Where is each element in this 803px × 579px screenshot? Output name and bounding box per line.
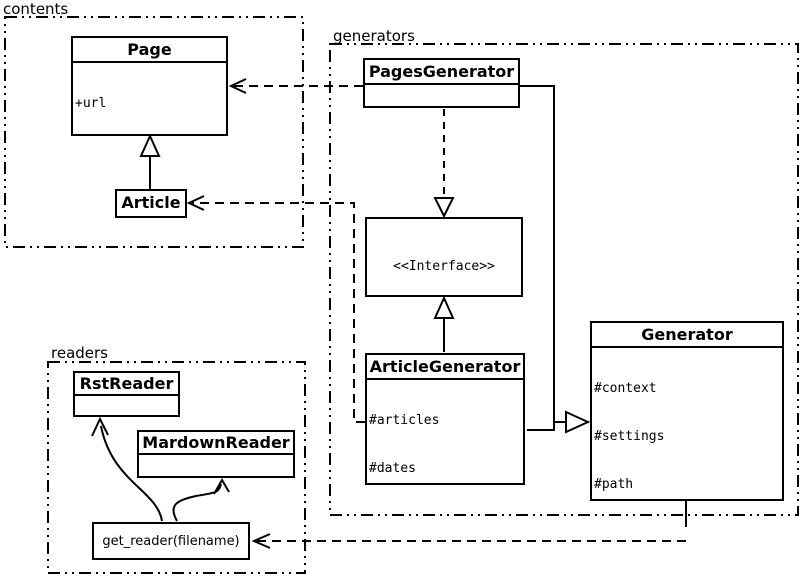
articlegenerator-to-article-dependency: [186, 195, 365, 423]
rstreader-class: RstReader +read(): [73, 371, 180, 417]
articlegenerator-to-igenerator-generalization: [433, 295, 455, 352]
igenerator-interface: <<Interface>> IGenerator +generate_conte…: [365, 217, 523, 297]
generator-class: Generator #context #settings #path #them…: [590, 321, 784, 501]
generator-to-getreader-dependency: [251, 501, 687, 549]
open-arrowhead-icon: [251, 533, 271, 549]
generalization-triangle-icon: [433, 295, 455, 319]
page-class: Page +url +slug +summary +check_properti…: [71, 36, 228, 136]
open-arrowhead-icon: [228, 78, 247, 94]
getreader-function-label: get_reader(filename): [102, 533, 240, 549]
igenerator-header: <<Interface>> IGenerator: [367, 219, 521, 295]
pagesgenerator-class: PagesGenerator #pages: [363, 58, 520, 108]
article-class: Article: [115, 189, 187, 218]
attribute: #articles: [369, 413, 440, 428]
page-attributes: +url +slug +summary: [73, 63, 226, 134]
open-arrowhead-icon: [186, 195, 205, 211]
attribute: #settings: [594, 429, 665, 444]
rstreader-class-title: RstReader: [75, 373, 178, 396]
article-class-title: Article: [121, 193, 181, 212]
attribute: #context: [594, 381, 657, 396]
generators-package-border: [329, 43, 799, 516]
getreader-to-mardownreader-arrow: [172, 478, 230, 522]
pagesgenerator-to-page-dependency: [228, 78, 363, 94]
generator-attributes: #context #settings #path #theme #output_…: [592, 348, 782, 499]
readers-package-border: [47, 361, 306, 574]
attribute: +url: [75, 96, 107, 111]
realization-triangle-icon: [433, 197, 455, 219]
interface-stereotype: <<Interface>>: [393, 259, 495, 274]
attribute: #dates: [369, 461, 416, 476]
generalization-triangle-icon: [565, 410, 591, 434]
generator-class-title: Generator: [592, 323, 782, 348]
readers-package-label: readers: [51, 344, 108, 362]
articlegenerator-class: ArticleGenerator #articles #dates #tags …: [365, 353, 525, 485]
open-arrowhead-icon: [91, 416, 109, 437]
attribute: #path: [594, 477, 634, 492]
mardownreader-class-title: MardownReader: [139, 432, 293, 455]
open-arrowhead-icon: [213, 478, 230, 495]
generators-to-generator-generalization: [520, 85, 591, 434]
rstreader-methods: +read(): [75, 396, 178, 415]
pagesgenerator-to-igenerator-realization: [433, 109, 455, 219]
generators-package-label: generators: [333, 27, 415, 45]
article-to-page-generalization: [139, 133, 161, 189]
getreader-to-rstreader-arrow: [91, 416, 163, 522]
articlegenerator-attributes: #articles #dates #tags #categories: [367, 380, 523, 483]
pagesgenerator-class-title: PagesGenerator: [365, 60, 518, 85]
getreader-function-box: get_reader(filename): [92, 522, 250, 560]
contents-package-label: contents: [3, 0, 69, 18]
articlegenerator-class-title: ArticleGenerator: [367, 355, 523, 380]
mardownreader-methods: +read(): [139, 455, 293, 476]
pagesgenerator-attributes: #pages: [365, 85, 518, 106]
generalization-triangle-icon: [139, 133, 161, 157]
mardownreader-class: MardownReader +read(): [137, 430, 295, 478]
page-class-title: Page: [73, 38, 226, 63]
contents-package-border: [4, 16, 304, 248]
